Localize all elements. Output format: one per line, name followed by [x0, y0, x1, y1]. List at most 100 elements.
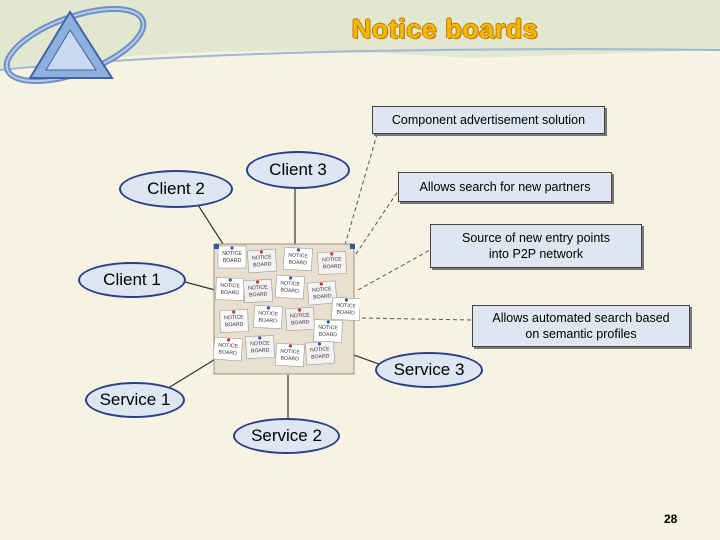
- notice-note-line1: NOTICE: [250, 341, 270, 348]
- pin-icon: [255, 280, 260, 284]
- notice-note-line1: NOTICE: [312, 286, 333, 294]
- notice-note-line1: NOTICE: [224, 315, 244, 322]
- client1-label: Client 1: [103, 270, 161, 289]
- client3-label: Client 3: [269, 160, 327, 179]
- notice-note-line1: NOTICE: [318, 325, 338, 332]
- notice-note-line1: NOTICE: [252, 254, 273, 261]
- notice-note-line2: BOARD: [280, 287, 299, 294]
- service2-node: Service 2: [233, 418, 340, 454]
- notice-note-line2: BOARD: [280, 356, 299, 363]
- notice-note-line2: BOARD: [251, 348, 270, 355]
- notice-note-line1: NOTICE: [220, 283, 240, 290]
- notice-note-line2: BOARD: [225, 322, 244, 329]
- dash-component: [344, 130, 379, 246]
- pin-icon: [288, 276, 293, 280]
- notice-note-line1: NOTICE: [290, 312, 310, 319]
- notice-note-line1: NOTICE: [218, 342, 239, 349]
- notice-note-line1: NOTICE: [280, 348, 300, 355]
- pin-icon: [226, 338, 231, 342]
- pin-icon: [230, 246, 234, 250]
- board-corner-marker: [350, 244, 355, 249]
- service3-node: Service 3: [375, 352, 483, 388]
- notice-note-line1: NOTICE: [222, 251, 242, 257]
- notice-note-line2: BOARD: [223, 258, 242, 264]
- pin-icon: [344, 298, 349, 302]
- annotation-component: Component advertisement solution: [372, 106, 605, 134]
- notice-note-line2: BOARD: [318, 332, 337, 339]
- annotation-component-text: Component advertisement solution: [391, 113, 586, 127]
- annotation-search-text: Allows search for new partners: [419, 180, 591, 194]
- client2-label: Client 2: [147, 179, 205, 198]
- notice-note-line2: BOARD: [336, 310, 355, 317]
- annotation-automated: Allows automated search based on semanti…: [472, 305, 690, 347]
- dash-automated: [361, 317, 474, 321]
- notice-note-line1: NOTICE: [288, 252, 308, 259]
- notice-note-line1: NOTICE: [280, 280, 301, 287]
- client2-node: Client 2: [119, 170, 233, 208]
- service2-label: Service 2: [251, 426, 322, 445]
- service3-label: Service 3: [393, 360, 465, 379]
- notice-note-line2: BOARD: [220, 290, 239, 297]
- annotation-automated-line2: on semantic profiles: [525, 327, 637, 341]
- pin-icon: [232, 310, 236, 314]
- pin-icon: [288, 344, 293, 348]
- pin-icon: [319, 282, 323, 286]
- annotation-source-line2: into P2P network: [488, 247, 584, 261]
- pin-icon: [228, 278, 232, 282]
- dash-search: [351, 187, 401, 261]
- service1-node: Service 1: [85, 382, 185, 418]
- annotation-automated-line1: Allows automated search based: [492, 311, 670, 325]
- dash-source: [357, 249, 431, 291]
- notice-note-line2: BOARD: [258, 318, 277, 325]
- notice-note-line1: NOTICE: [258, 310, 278, 317]
- pin-icon: [258, 336, 262, 340]
- pin-icon: [296, 248, 301, 252]
- logo-icon: [3, 5, 147, 85]
- notice-note-line2: BOARD: [288, 260, 307, 267]
- annotation-search: Allows search for new partners: [398, 172, 612, 202]
- pin-icon: [259, 250, 264, 254]
- notice-note-line2: BOARD: [218, 349, 237, 356]
- board-corner-marker: [214, 244, 219, 249]
- page-number: 28: [664, 512, 678, 526]
- notice-note-line2: BOARD: [249, 292, 268, 299]
- client3-node: Client 3: [246, 151, 350, 189]
- page-title: Notice boards: [351, 14, 539, 44]
- annotation-source-line1: Source of new entry points: [462, 231, 610, 245]
- notice-note-line2: BOARD: [323, 264, 342, 271]
- annotation-source: Source of new entry points into P2P netw…: [430, 224, 642, 268]
- client1-node: Client 1: [78, 262, 186, 298]
- link-service1: [164, 354, 223, 391]
- pin-icon: [317, 342, 322, 346]
- pin-icon: [326, 320, 330, 324]
- notice-note-line2: BOARD: [253, 261, 272, 268]
- pin-icon: [266, 306, 271, 310]
- service1-label: Service 1: [99, 390, 171, 409]
- notice-note-line1: NOTICE: [310, 346, 331, 353]
- pin-icon: [330, 252, 334, 256]
- notice-note-line1: NOTICE: [322, 257, 342, 264]
- notice-note-line2: BOARD: [313, 293, 332, 301]
- pin-icon: [297, 308, 302, 312]
- link-client1: [184, 281, 216, 291]
- notice-note-line1: NOTICE: [248, 284, 268, 291]
